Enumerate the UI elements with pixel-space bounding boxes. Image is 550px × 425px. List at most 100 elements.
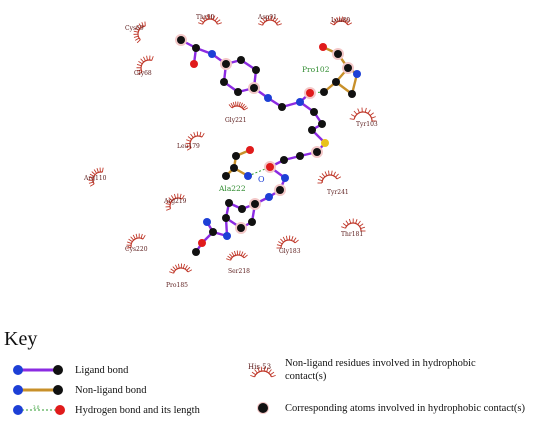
atom-p5 — [320, 88, 328, 96]
legend-hydrophobic-atoms-label: Corresponding atoms involved in hydropho… — [285, 403, 526, 414]
hydrophobic-arc-asp91 — [258, 15, 282, 26]
hydrophobic-arc-pro185 — [169, 263, 193, 274]
contact-residue-label-pro102: Pro102 — [302, 65, 330, 74]
residue-label-gly183: Gly183 — [279, 248, 301, 255]
atom-l1 — [310, 108, 318, 116]
atom-m3 — [274, 184, 286, 196]
atom-l5 — [311, 146, 323, 158]
atom-p2 — [332, 48, 344, 60]
atom-a4 — [244, 172, 252, 180]
legend-hbond: 3.0 Hydrogen bond and its length — [13, 405, 201, 416]
water-label: O — [258, 175, 265, 184]
atom-a1 — [246, 146, 254, 154]
atom-m10 — [248, 218, 256, 226]
residue-label-gly68: Gly68 — [134, 70, 152, 77]
hydrophobic-arc-cys220 — [126, 233, 146, 249]
hydrophobic-arc-cys69 — [133, 21, 146, 44]
legend-example-residue: His 53 — [248, 363, 271, 371]
atom-layer — [175, 34, 361, 256]
legend-hbond-length: 3.0 — [33, 405, 40, 410]
atom-t8 — [248, 82, 260, 94]
atom-t2 — [192, 44, 200, 52]
atom-m14 — [203, 218, 211, 226]
atom-m7 — [225, 199, 233, 207]
residue-label-ser218: Ser218 — [228, 268, 250, 275]
residue-label-asp91: Asp91 — [257, 14, 277, 21]
residue-label-pro185: Pro185 — [166, 282, 188, 289]
atom-m8 — [222, 214, 230, 222]
atom-t12 — [278, 103, 286, 111]
atom-l2 — [318, 120, 326, 128]
hydrophobic-arc-arg219 — [165, 193, 185, 211]
legend-title: Key — [4, 328, 37, 350]
residue-label-tyr241: Tyr241 — [327, 189, 349, 196]
atom-t9 — [234, 88, 242, 96]
hydrophobic-arc-arg110 — [88, 167, 104, 187]
atom-a5 — [222, 172, 230, 180]
atom-m15 — [192, 248, 200, 256]
legend-nonligand-bond: Non-ligand bond — [13, 385, 147, 396]
legend: Key Ligand bond Non-ligand bond 3.0 Hydr… — [4, 328, 526, 416]
hydrophobic-arc-leu179 — [185, 131, 205, 151]
atom-m5 — [249, 198, 261, 210]
legend-ligand-bond-label: Ligand bond — [75, 365, 129, 376]
atom-m13 — [198, 239, 206, 247]
atom-t10 — [220, 78, 228, 86]
legend-hydrophobic-residue: His 53 Non-ligand residues involved in h… — [248, 358, 476, 382]
atom-a3 — [230, 164, 238, 172]
atom-m12 — [209, 228, 217, 236]
hydrophobic-arc-tyr103 — [349, 107, 377, 122]
atom-p3 — [342, 62, 354, 74]
atom-t6 — [237, 56, 245, 64]
atom-t5 — [220, 58, 232, 70]
atom-p4 — [332, 78, 340, 86]
residue-label-layer: Cys69 Thr90 Asp91 Leu89 Gly68 Tyr103 Gly… — [83, 14, 378, 289]
residue-label-tyr103: Tyr103 — [356, 121, 378, 128]
residue-label-arg110: Arg110 — [83, 175, 107, 182]
atom-t4 — [208, 50, 216, 58]
atom-l6 — [296, 152, 304, 160]
residue-label-cys69: Cys69 — [125, 25, 144, 32]
atom-m2 — [281, 174, 289, 182]
hydrophobic-arc-leu89 — [329, 16, 353, 26]
atom-l7 — [280, 156, 288, 164]
atom-m1 — [264, 161, 276, 173]
residue-label-leu179: Leu179 — [177, 143, 200, 150]
legend-hbond-label: Hydrogen bond and its length — [75, 405, 201, 416]
atom-m4 — [265, 193, 273, 201]
atom-p7 — [348, 90, 356, 98]
hydrophobic-arc-thr181 — [341, 218, 366, 232]
atom-t11 — [264, 94, 272, 102]
contact-residue-label-ala222: Ala222 — [218, 184, 246, 193]
hydrophobic-arc-gly68 — [136, 55, 154, 75]
hydrophobic-arc-tyr241 — [317, 170, 342, 184]
hydrophobic-arc-thr90 — [198, 14, 222, 25]
atom-p6 — [353, 70, 361, 78]
residue-label-gly221: Gly221 — [225, 117, 247, 124]
atom-m6 — [238, 205, 246, 213]
hydrophobic-arc-gly221 — [228, 101, 249, 111]
atom-m9 — [235, 222, 247, 234]
legend-ligand-bond: Ligand bond — [13, 365, 129, 376]
atom-t7 — [252, 66, 260, 74]
atom-l3 — [308, 126, 316, 134]
legend-hydrophobic-arc — [250, 366, 276, 378]
residue-label-cys220: Cys220 — [125, 246, 148, 253]
hydrophobic-arc-layer — [88, 14, 377, 274]
atom-t13 — [296, 98, 304, 106]
residue-label-thr90: Thr90 — [196, 14, 215, 21]
hydrophobic-arc-ser218 — [226, 250, 248, 261]
atom-l4 — [321, 139, 329, 147]
atom-t3 — [190, 60, 198, 68]
legend-nonligand-bond-label: Non-ligand bond — [75, 385, 147, 396]
residue-label-arg219: Arg219 — [163, 198, 187, 205]
atom-t14 — [304, 87, 316, 99]
atom-a2 — [232, 152, 240, 160]
legend-hydrophobic-residues-line2: contact(s) — [285, 371, 327, 382]
atom-p1 — [319, 43, 327, 51]
atom-m11 — [223, 232, 231, 240]
legend-hydrophobic-residues-line1: Non-ligand residues involved in hydropho… — [285, 358, 476, 369]
residue-label-thr181: Thr181 — [341, 231, 363, 238]
atom-t1 — [175, 34, 187, 46]
